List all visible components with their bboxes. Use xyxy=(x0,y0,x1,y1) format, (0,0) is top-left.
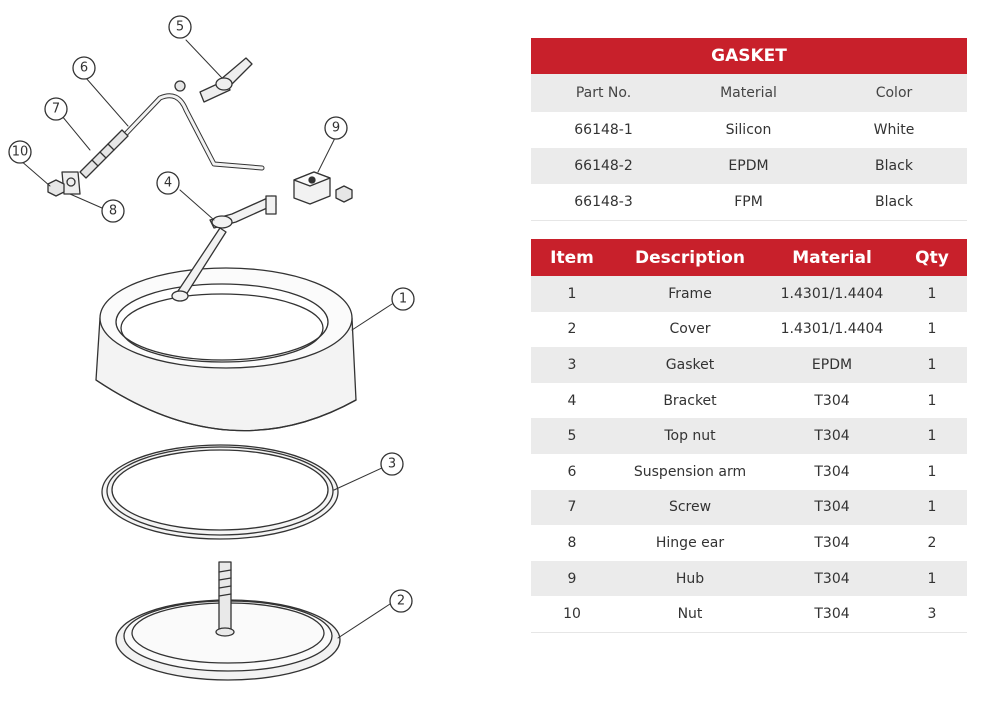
column-header: Part No. xyxy=(531,74,676,112)
table-cell: 2 xyxy=(567,321,577,338)
table-cell: 8 xyxy=(567,534,577,551)
table-cell: 3 xyxy=(897,596,967,633)
table-cell: 4 xyxy=(567,392,577,409)
table-cell: 1 xyxy=(897,276,967,312)
table-cell: Nut xyxy=(613,596,767,633)
column-header: Color xyxy=(821,74,967,112)
table-row: 8 Hinge ear T304 2 xyxy=(531,525,967,561)
callout-label: 2 xyxy=(397,594,405,609)
table-cell: 1.4301/1.4404 xyxy=(780,321,884,338)
table-cell: Top nut xyxy=(613,418,767,454)
table-cell: Cover xyxy=(669,321,711,338)
table-cell: 9 xyxy=(531,560,613,597)
table-cell: 5 xyxy=(531,418,613,454)
table-cell: 1 xyxy=(897,347,967,383)
table-row: 66148-2 EPDM Black xyxy=(531,148,967,184)
table-cell: White xyxy=(873,122,915,138)
table-cell: Silicon xyxy=(725,122,772,138)
callout-label: 8 xyxy=(109,204,117,219)
table-cell: 1 xyxy=(531,276,613,312)
exploded-view-diagram: 1 2 3 4 5 6 7 8 9 10 xyxy=(8,15,415,681)
callout-label: 10 xyxy=(12,145,29,160)
column-header: Description xyxy=(613,239,767,276)
table-cell: Black xyxy=(821,184,967,221)
table-cell: T304 xyxy=(814,392,850,409)
cover-part xyxy=(115,561,341,681)
table-cell: Hinge ear xyxy=(655,534,725,551)
table-cell: Black xyxy=(821,148,967,184)
table-cell: 1 xyxy=(897,418,967,454)
top-nut-part xyxy=(199,57,253,103)
table-cell: 1 xyxy=(897,560,967,597)
bracket-part xyxy=(171,195,277,302)
table-cell: 7 xyxy=(531,489,613,526)
table-row: 4 Bracket T304 1 xyxy=(531,383,967,419)
table-cell: EPDM xyxy=(767,347,897,383)
frame-part xyxy=(95,267,357,432)
gasket-table-title: GASKET xyxy=(531,38,967,74)
table-cell: T304 xyxy=(814,534,850,551)
table-row: 9 Hub T304 1 xyxy=(531,560,967,597)
column-header: Qty xyxy=(897,239,967,276)
table-cell: T304 xyxy=(767,418,897,454)
callout-label: 3 xyxy=(388,457,396,472)
table-cell: FPM xyxy=(676,184,821,221)
leader-lines xyxy=(19,39,393,639)
hub-part xyxy=(293,171,331,205)
hinge-ear-part xyxy=(61,171,81,195)
table-cell: Gasket xyxy=(613,347,767,383)
table-row: 1 Frame 1.4301/1.4404 1 xyxy=(531,276,967,312)
table-cell: T304 xyxy=(767,596,897,633)
table-row: 3 Gasket EPDM 1 xyxy=(531,347,967,383)
table-row: 66148-1 Silicon White xyxy=(531,112,967,148)
table-cell: 66148-2 xyxy=(531,148,676,184)
table-cell: EPDM xyxy=(676,148,821,184)
table-cell: 66148-1 xyxy=(574,122,633,138)
table-cell: Frame xyxy=(613,276,767,312)
callout-circles xyxy=(8,15,415,613)
table-cell: 1.4301/1.4404 xyxy=(767,276,897,312)
screw-part xyxy=(79,129,129,179)
table-cell: 1 xyxy=(927,463,937,480)
table-cell: 1 xyxy=(897,489,967,526)
table-row: 2 Cover 1.4301/1.4404 1 xyxy=(531,312,967,348)
callout-label: 4 xyxy=(164,176,172,191)
callout-label: 7 xyxy=(52,102,60,117)
table-cell: T304 xyxy=(767,489,897,526)
callout-label: 1 xyxy=(399,292,407,307)
table-cell: Hub xyxy=(613,560,767,597)
table-cell: T304 xyxy=(814,463,850,480)
table-row: 6 Suspension arm T304 1 xyxy=(531,454,967,490)
table-cell: 1 xyxy=(927,321,937,338)
column-header: Material xyxy=(767,239,897,276)
column-header: Item xyxy=(531,239,613,276)
gasket-table-header-row: Part No. Material Color xyxy=(531,74,967,112)
column-header: Material xyxy=(676,74,821,112)
parts-table-header-row: Item Description Material Qty xyxy=(531,239,967,276)
table-cell: T304 xyxy=(767,560,897,597)
callout-label: 5 xyxy=(176,20,184,35)
table-cell: Suspension arm xyxy=(633,463,747,480)
table-row: 66148-3 FPM Black xyxy=(531,184,967,221)
table-cell: Screw xyxy=(613,489,767,526)
gasket-table: GASKET Part No. Material Color 66148-1 S… xyxy=(531,38,967,221)
table-cell: Bracket xyxy=(663,392,717,409)
callout-label: 9 xyxy=(332,121,340,136)
table-row: 5 Top nut T304 1 xyxy=(531,418,967,454)
callout-label: 6 xyxy=(80,61,88,76)
table-cell: 10 xyxy=(531,596,613,633)
table-cell: 1 xyxy=(927,392,937,409)
table-row: 7 Screw T304 1 xyxy=(531,489,967,526)
table-cell: 3 xyxy=(531,347,613,383)
suspension-arm-part xyxy=(117,80,265,171)
parts-table: Item Description Material Qty 1 Frame 1.… xyxy=(531,239,967,633)
table-row: 10 Nut T304 3 xyxy=(531,596,967,633)
nut-part xyxy=(47,179,353,203)
table-cell: 66148-3 xyxy=(531,184,676,221)
table-cell: 2 xyxy=(927,534,937,551)
table-cell: 6 xyxy=(567,463,577,480)
gasket-part xyxy=(101,444,339,540)
